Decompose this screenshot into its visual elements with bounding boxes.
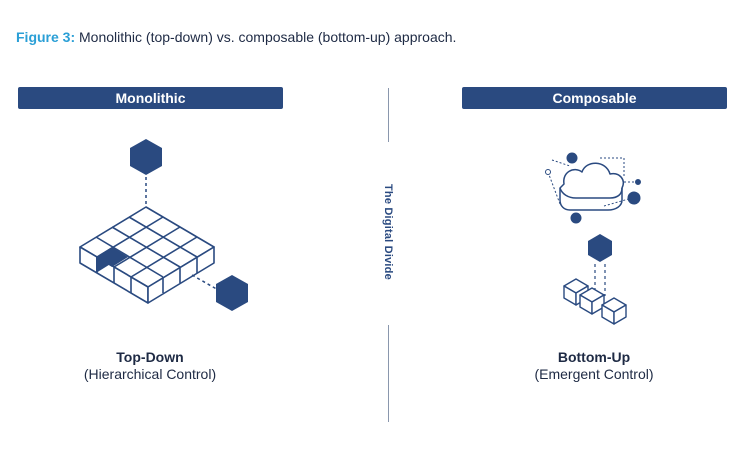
- figure-title: Monolithic (top-down) vs. composable (bo…: [79, 29, 457, 45]
- composable-header: Composable: [462, 87, 727, 109]
- cloud-icon: [559, 162, 624, 211]
- network-nodes-icon: [545, 152, 641, 224]
- hierarchical-control-label: (Hierarchical Control): [83, 366, 217, 382]
- composable-label: Bottom-Up (Emergent Control): [484, 349, 704, 383]
- right-connector-line: [191, 274, 221, 292]
- monolithic-header: Monolithic: [18, 87, 283, 109]
- small-hexagon-icon: [588, 234, 612, 262]
- emergent-control-label: (Emergent Control): [534, 366, 654, 382]
- small-cubes-icon: [563, 278, 627, 325]
- monolithic-label: Top-Down (Hierarchical Control): [40, 349, 260, 383]
- right-hexagon-icon: [216, 275, 248, 311]
- digital-divide-label: The Digital Divide: [382, 184, 394, 280]
- figure-number: Figure 3:: [16, 29, 76, 45]
- composable-cloud-illustration: [545, 152, 641, 325]
- divider-line-top: [388, 88, 389, 142]
- monolithic-grid-illustration: [79, 139, 248, 311]
- top-hexagon-icon: [130, 139, 162, 175]
- figure-caption: Figure 3: Monolithic (top-down) vs. comp…: [16, 29, 456, 45]
- top-down-label: Top-Down: [116, 349, 184, 365]
- divider-line-bottom: [388, 325, 389, 422]
- bottom-up-label: Bottom-Up: [557, 349, 631, 365]
